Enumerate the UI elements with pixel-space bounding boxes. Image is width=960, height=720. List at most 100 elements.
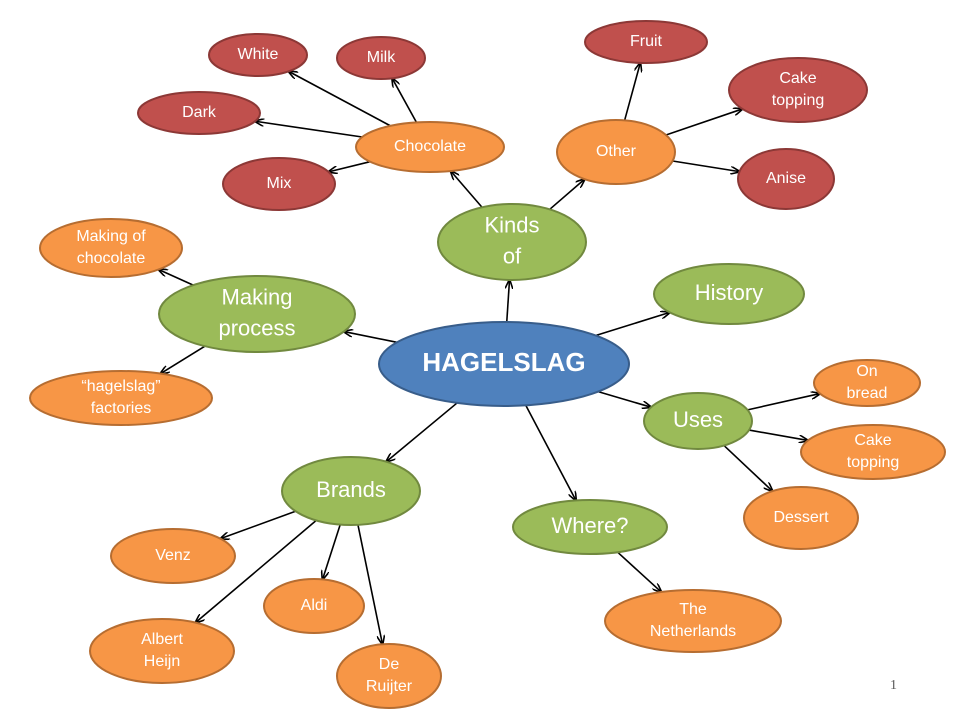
node-brands: Brands — [281, 456, 421, 526]
edge-brands-to-de-ruijter — [357, 524, 383, 644]
node-de-ruijter-label: Ruijter — [366, 678, 413, 695]
node-milk-label: Milk — [367, 49, 396, 66]
node-white: White — [208, 33, 308, 77]
node-where-label: Where? — [551, 513, 628, 538]
node-hagelslag-factories-shape — [29, 370, 213, 426]
edge-other-to-cake-topping-other — [665, 109, 742, 136]
node-cake-topping-uses-label: Cake — [854, 432, 891, 449]
node-where-shape — [512, 499, 668, 555]
node-albert-heijn-label: Albert — [141, 631, 183, 648]
node-on-bread-shape — [813, 359, 921, 407]
node-white-label: White — [238, 46, 279, 63]
node-uses-label: Uses — [673, 407, 723, 432]
node-de-ruijter-label: De — [379, 656, 400, 673]
node-cake-topping-uses: Cake topping — [800, 424, 946, 480]
node-fruit: Fruit — [584, 20, 708, 64]
node-hagelslag-shape — [378, 321, 630, 407]
node-making-process: Making process — [158, 275, 356, 353]
node-mix-shape — [222, 157, 336, 211]
edge-hagelslag-to-history — [595, 312, 670, 337]
node-other-shape — [556, 119, 676, 185]
node-mix: Mix — [222, 157, 336, 211]
edge-making-process-to-making-of-chocolate — [159, 270, 194, 286]
node-other-label: Other — [596, 143, 637, 160]
node-cake-topping-other-shape — [728, 57, 868, 123]
node-making-process-label: process — [218, 315, 295, 340]
node-venz-shape — [110, 528, 236, 584]
node-the-netherlands-shape — [604, 589, 782, 653]
node-mix-label: Mix — [267, 175, 292, 192]
node-anise-label: Anise — [766, 170, 806, 187]
node-uses-shape — [643, 392, 753, 450]
slide-number: 1 — [890, 678, 897, 693]
node-fruit-label: Fruit — [630, 33, 663, 50]
node-history-label: History — [695, 280, 763, 305]
node-history: History — [653, 263, 805, 325]
node-aldi-shape — [263, 578, 365, 634]
node-aldi-label: Aldi — [301, 597, 328, 614]
node-dark-shape — [137, 91, 261, 135]
node-kinds-of-shape — [437, 203, 587, 281]
edge-uses-to-on-bread — [747, 394, 820, 411]
node-other: Other — [556, 119, 676, 185]
node-aldi: Aldi — [263, 578, 365, 634]
node-making-process-label: Making — [222, 284, 293, 309]
node-hagelslag: HAGELSLAG — [378, 321, 630, 407]
node-hagelslag-label: HAGELSLAG — [422, 347, 585, 377]
edge-kinds-of-to-chocolate — [451, 171, 483, 208]
node-dark: Dark — [137, 91, 261, 135]
node-milk: Milk — [336, 36, 426, 80]
node-cake-topping-uses-label: topping — [847, 454, 900, 471]
node-dark-label: Dark — [182, 104, 217, 121]
node-venz-label: Venz — [155, 547, 191, 564]
edge-uses-to-dessert — [723, 444, 772, 492]
node-cake-topping-other-label: topping — [772, 92, 825, 109]
node-brands-label: Brands — [316, 477, 386, 502]
edge-brands-to-albert-heijn — [195, 519, 317, 622]
edge-uses-to-cake-topping-uses — [748, 429, 808, 440]
node-dessert-shape — [743, 486, 859, 550]
node-kinds-of-label: Kinds — [484, 212, 539, 237]
node-cake-topping-uses-shape — [800, 424, 946, 480]
node-making-of-chocolate-label: chocolate — [77, 250, 146, 267]
node-making-process-shape — [158, 275, 356, 353]
node-on-bread-label: On — [856, 363, 877, 380]
node-chocolate-shape — [355, 121, 505, 173]
edge-hagelslag-to-kinds-of — [507, 280, 510, 323]
edge-brands-to-aldi — [323, 524, 341, 580]
node-brands-shape — [281, 456, 421, 526]
node-hagelslag-factories-label: factories — [91, 400, 151, 417]
node-de-ruijter-shape — [336, 643, 442, 709]
edge-other-to-fruit — [623, 63, 641, 121]
edge-chocolate-to-white — [289, 71, 391, 127]
node-dessert-label: Dessert — [773, 509, 829, 526]
edge-where-to-the-netherlands — [617, 551, 662, 592]
edges — [159, 63, 820, 644]
edge-hagelslag-to-uses — [597, 390, 651, 408]
node-dessert: Dessert — [743, 486, 859, 550]
node-venz: Venz — [110, 528, 236, 584]
node-the-netherlands-label: The — [679, 601, 707, 618]
edge-chocolate-to-milk — [392, 78, 418, 123]
node-hagelslag-factories: “hagelslag”factories — [29, 370, 213, 426]
node-albert-heijn-label: Heijn — [144, 653, 180, 670]
edge-hagelslag-to-making-process — [344, 332, 398, 344]
node-milk-shape — [336, 36, 426, 80]
edge-brands-to-venz — [221, 510, 296, 538]
edge-hagelslag-to-where — [525, 404, 576, 500]
node-albert-heijn-shape — [89, 618, 235, 684]
edge-making-process-to-hagelslag-factories — [160, 345, 206, 373]
edge-hagelslag-to-brands — [386, 402, 458, 462]
node-the-netherlands-label: Netherlands — [650, 623, 736, 640]
node-chocolate: Chocolate — [355, 121, 505, 173]
node-chocolate-label: Chocolate — [394, 138, 466, 155]
edge-chocolate-to-dark — [255, 121, 363, 138]
